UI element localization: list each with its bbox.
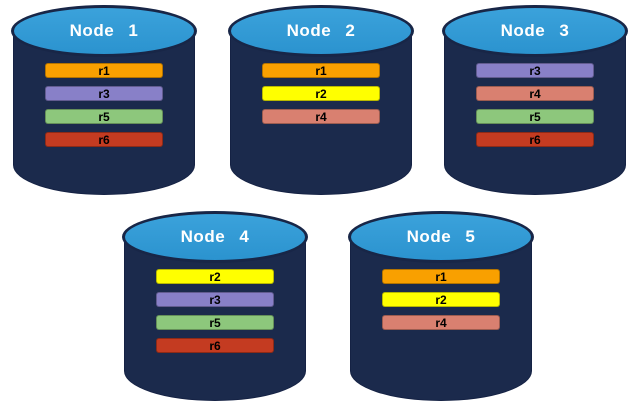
cylinder-top: Node 2 bbox=[228, 5, 414, 57]
replica-label: r2 bbox=[315, 86, 327, 101]
replica-bar: r5 bbox=[156, 315, 274, 330]
replica-label: r5 bbox=[209, 315, 221, 330]
replica-list: r3 r4 r5 r6 bbox=[442, 63, 628, 147]
replica-bar: r4 bbox=[476, 86, 594, 101]
replica-label: r4 bbox=[435, 315, 447, 330]
replica-bar: r1 bbox=[262, 63, 380, 78]
replica-label: r2 bbox=[209, 269, 221, 284]
replica-bar: r1 bbox=[45, 63, 163, 78]
replica-bar: r6 bbox=[156, 338, 274, 353]
replica-list: r1 r3 r5 r6 bbox=[11, 63, 197, 147]
node-title: Node 5 bbox=[406, 227, 476, 246]
replica-label: r5 bbox=[529, 109, 541, 124]
replica-bar: r2 bbox=[156, 269, 274, 284]
node-title: Node 1 bbox=[69, 21, 139, 40]
node-4: Node 4 r2 r3 r5 r6 bbox=[122, 211, 308, 401]
replica-list: r2 r3 r5 r6 bbox=[122, 269, 308, 353]
cylinder-top: Node 4 bbox=[122, 211, 308, 263]
node-title: Node 4 bbox=[180, 227, 250, 246]
replica-label: r6 bbox=[529, 132, 541, 147]
replica-bar: r3 bbox=[476, 63, 594, 78]
cylinder-top: Node 3 bbox=[442, 5, 628, 57]
replica-list: r1 r2 r4 bbox=[228, 63, 414, 124]
replica-bar: r1 bbox=[382, 269, 500, 284]
replica-label: r4 bbox=[529, 86, 541, 101]
replica-bar: r6 bbox=[476, 132, 594, 147]
node-title: Node 2 bbox=[286, 21, 356, 40]
replica-label: r3 bbox=[98, 86, 110, 101]
replica-label: r1 bbox=[435, 269, 447, 284]
replica-bar: r5 bbox=[476, 109, 594, 124]
replica-bar: r4 bbox=[262, 109, 380, 124]
replica-bar: r3 bbox=[156, 292, 274, 307]
replica-bar: r4 bbox=[382, 315, 500, 330]
replica-bar: r3 bbox=[45, 86, 163, 101]
replica-label: r1 bbox=[315, 63, 327, 78]
replica-label: r3 bbox=[209, 292, 221, 307]
node-5: Node 5 r1 r2 r4 bbox=[348, 211, 534, 401]
replica-bar: r6 bbox=[45, 132, 163, 147]
replica-label: r6 bbox=[98, 132, 110, 147]
node-1: Node 1 r1 r3 r5 r6 bbox=[11, 5, 197, 195]
replica-list: r1 r2 r4 bbox=[348, 269, 534, 330]
replica-label: r4 bbox=[315, 109, 327, 124]
replica-label: r2 bbox=[435, 292, 447, 307]
replica-label: r6 bbox=[209, 338, 221, 353]
replica-label: r3 bbox=[529, 63, 541, 78]
cylinder-top: Node 1 bbox=[11, 5, 197, 57]
node-2: Node 2 r1 r2 r4 bbox=[228, 5, 414, 195]
node-3: Node 3 r3 r4 r5 r6 bbox=[442, 5, 628, 195]
node-title: Node 3 bbox=[500, 21, 570, 40]
replica-bar: r5 bbox=[45, 109, 163, 124]
replica-label: r5 bbox=[98, 109, 110, 124]
replica-bar: r2 bbox=[382, 292, 500, 307]
replica-label: r1 bbox=[98, 63, 110, 78]
replica-bar: r2 bbox=[262, 86, 380, 101]
cylinder-top: Node 5 bbox=[348, 211, 534, 263]
